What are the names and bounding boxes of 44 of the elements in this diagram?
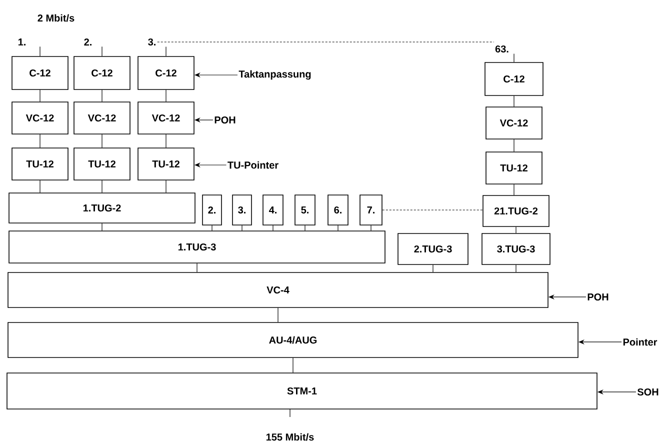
container-box: C-12	[74, 56, 130, 90]
container-box: TU-12	[12, 148, 68, 180]
channel-number: 2.	[84, 38, 92, 46]
container-box: 3.	[232, 194, 252, 226]
rate-label: 2 Mbit/s	[38, 14, 74, 22]
connector-line	[432, 264, 434, 272]
container-box: VC-12	[12, 102, 68, 134]
container-box: 2.	[202, 194, 222, 226]
container-box: AU-4/AUG	[8, 322, 578, 358]
connector-line	[370, 225, 372, 231]
connector-line	[272, 225, 274, 231]
channel-number: 63.	[495, 45, 508, 53]
container-box: 1.TUG-3	[8, 230, 386, 264]
container-box: 21.TUG-2	[482, 195, 550, 227]
container-box: 4.	[262, 194, 284, 226]
annotation-label: POH	[588, 293, 608, 301]
container-box: VC-12	[138, 102, 194, 134]
container-box: 3.TUG-3	[482, 233, 550, 265]
container-box: VC-12	[486, 106, 542, 140]
rate-label: 155 Mbit/s	[266, 433, 314, 441]
container-box: TU-12	[138, 148, 194, 180]
container-box: C-12	[12, 56, 68, 90]
connector-line	[304, 225, 306, 231]
connector-line	[292, 358, 294, 373]
container-box: 1.TUG-2	[8, 192, 196, 224]
annotation-label: POH	[214, 116, 236, 124]
container-box: 6.	[328, 194, 348, 226]
connector-line	[196, 263, 198, 272]
annotation-label: Taktanpassung	[238, 70, 311, 80]
container-box: STM-1	[6, 372, 598, 410]
container-box: TU-12	[74, 148, 130, 180]
container-box: TU-12	[486, 152, 542, 184]
container-box: C-12	[484, 62, 544, 96]
container-box: 7.	[360, 194, 382, 226]
container-box: 5.	[294, 194, 316, 226]
annotation-label: SOH	[637, 388, 658, 396]
container-box: 2.TUG-3	[398, 233, 468, 265]
container-box: VC-12	[74, 102, 130, 134]
channel-number: 1.	[18, 38, 26, 46]
channel-number: 3.	[148, 38, 156, 46]
container-box: C-12	[138, 56, 194, 90]
container-box: VC-4	[8, 272, 548, 308]
annotation-label: Pointer	[623, 338, 658, 346]
annotation-label: TU-Pointer	[228, 161, 278, 169]
